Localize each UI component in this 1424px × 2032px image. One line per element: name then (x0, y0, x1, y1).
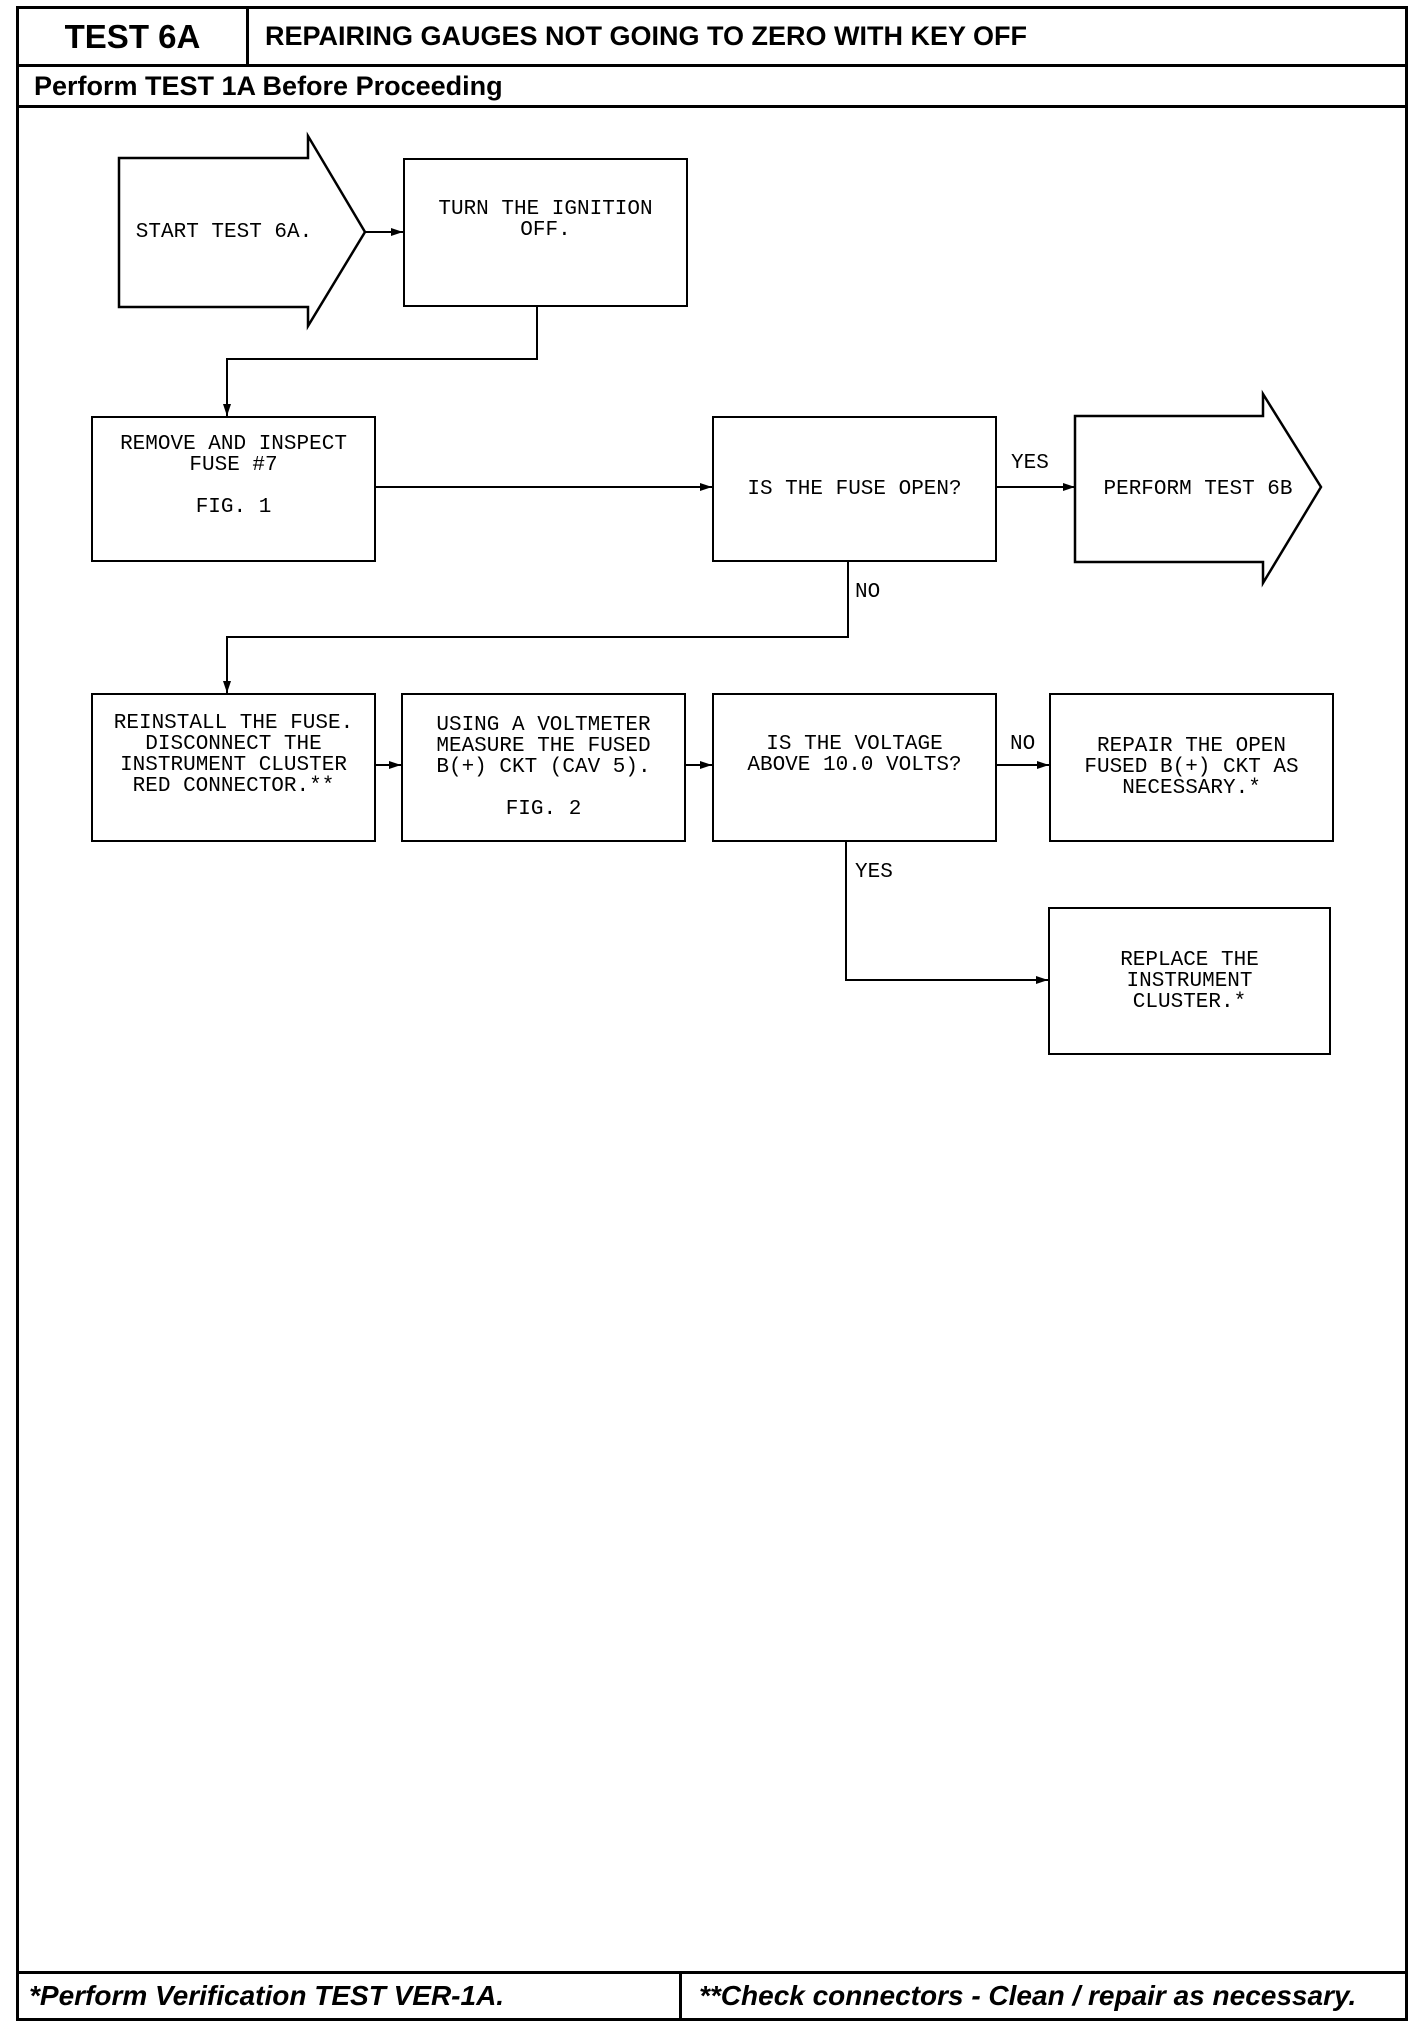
node-text-line: OFF. (520, 218, 571, 242)
connector-note-text: **Check connectors - Clean / repair as n… (699, 1980, 1357, 2011)
prerequisite-note: Perform TEST 1A Before Proceeding (19, 67, 1405, 108)
footer-row: *Perform Verification TEST VER-1A. **Che… (19, 1971, 1405, 2018)
node-text-line: FUSED B(+) CKT AS (1084, 756, 1299, 779)
replace-cluster-box: REPLACE THE INSTRUMENT CLUSTER.* (1048, 907, 1331, 1055)
node-text-line: PERFORM TEST 6B (1103, 477, 1293, 501)
ignition-off-box: TURN THE IGNITION OFF. (403, 158, 688, 307)
node-text-line: IS THE FUSE OPEN? (747, 477, 962, 501)
voltage-decision-box: IS THE VOLTAGE ABOVE 10.0 VOLTS? (712, 693, 997, 842)
node-text-line: ABOVE 10.0 VOLTS? (747, 753, 962, 777)
verification-note-text: *Perform Verification TEST VER-1A. (29, 1980, 505, 2011)
inspect-fuse-box: REMOVE AND INSPECT FUSE #7 FIG. 1 (91, 416, 376, 562)
node-text-line: REINSTALL THE FUSE. (113, 711, 354, 735)
header-row: TEST 6A REPAIRING GAUGES NOT GOING TO ZE… (19, 9, 1405, 67)
measure-voltage-box: USING A VOLTMETER MEASURE THE FUSED B(+)… (401, 693, 686, 842)
node-text-line: INSTRUMENT CLUSTER (120, 753, 347, 777)
node-text-line: REMOVE AND INSPECT (120, 433, 347, 456)
fuse-open-decision-box: IS THE FUSE OPEN? (712, 416, 997, 562)
figure-reference: FIG. 1 (195, 496, 272, 519)
branch-label-no: NO (855, 581, 881, 604)
perform-test-6b-node: PERFORM TEST 6B (1075, 416, 1321, 562)
node-text-line: CLUSTER.* (1132, 990, 1247, 1014)
node-text-line: NECESSARY.* (1122, 777, 1261, 800)
node-text-line: INSTRUMENT (1126, 969, 1253, 993)
figure-reference: FIG. 2 (505, 798, 582, 821)
connector-note: **Check connectors - Clean / repair as n… (682, 1974, 1405, 2018)
verification-note: *Perform Verification TEST VER-1A. (19, 1974, 682, 2018)
node-text-line: FUSE #7 (189, 454, 278, 477)
node-text-line: DISCONNECT THE (145, 732, 322, 756)
branch-label-yes: YES (855, 861, 893, 884)
node-text-line: USING A VOLTMETER (436, 714, 651, 737)
repair-circuit-box: REPAIR THE OPEN FUSED B(+) CKT AS NECESS… (1049, 693, 1334, 842)
node-text-line: RED CONNECTOR.** (132, 774, 335, 798)
branch-label-no: NO (1010, 733, 1036, 756)
node-text-line: B(+) CKT (CAV 5). (436, 756, 651, 779)
branch-label-yes: YES (1011, 452, 1049, 475)
node-text-line: START TEST 6A. (135, 221, 313, 244)
test-id: TEST 6A (19, 9, 249, 64)
node-text-line: MEASURE THE FUSED (436, 735, 651, 758)
page-title: REPAIRING GAUGES NOT GOING TO ZERO WITH … (265, 21, 1028, 51)
node-text-line: TURN THE IGNITION (438, 197, 653, 221)
node-text-line: REPLACE THE (1120, 948, 1259, 972)
start-node: START TEST 6A. (119, 158, 329, 307)
reinstall-fuse-box: REINSTALL THE FUSE. DISCONNECT THE INSTR… (91, 693, 376, 842)
node-text-line: REPAIR THE OPEN (1096, 735, 1287, 758)
page-frame: TEST 6A REPAIRING GAUGES NOT GOING TO ZE… (16, 6, 1408, 2021)
node-text-line: IS THE VOLTAGE (766, 732, 943, 756)
